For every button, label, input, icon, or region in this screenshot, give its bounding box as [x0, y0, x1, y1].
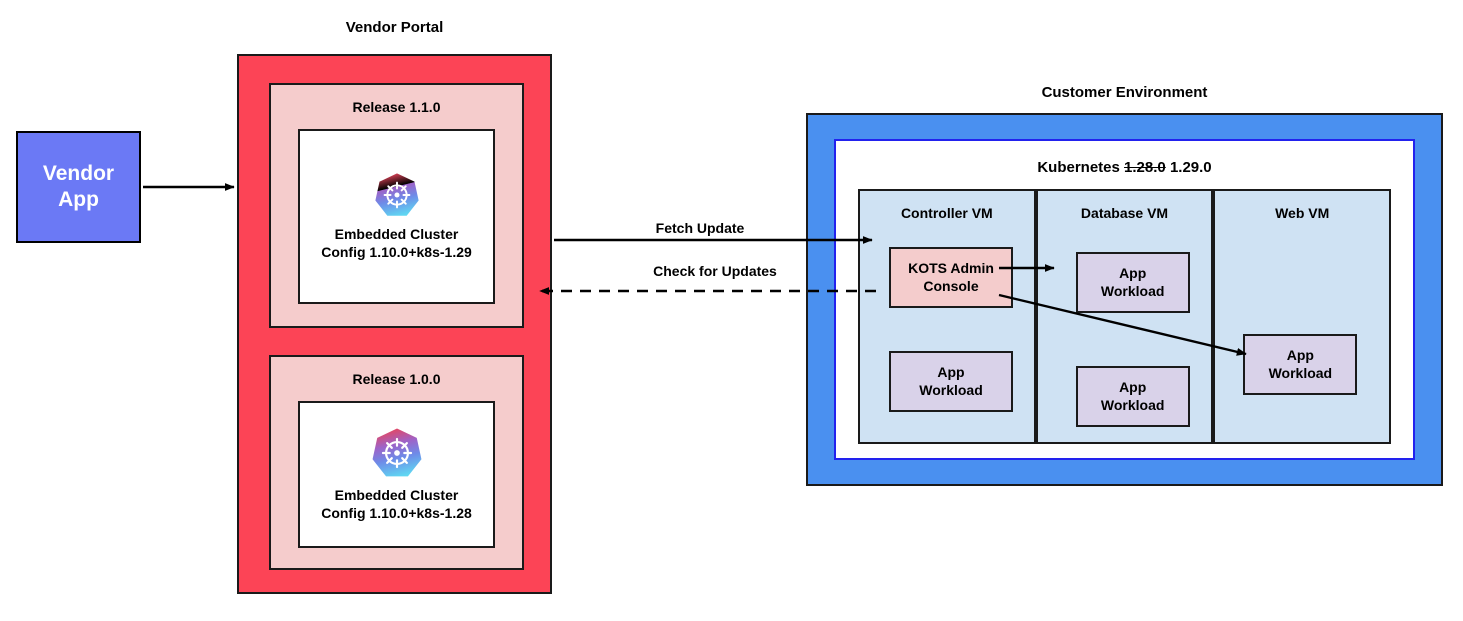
vm-controller[interactable]: Controller VM KOTS Admin Console App Wor… — [858, 189, 1036, 444]
kubernetes-version-label: Kubernetes 1.28.0 1.29.0 — [836, 159, 1413, 178]
vm-title: Web VM — [1275, 205, 1330, 221]
customer-environment-container: Kubernetes 1.28.0 1.29.0 Controller VM K… — [806, 113, 1443, 486]
release-card-1-1-0[interactable]: Release 1.1.0 — [269, 83, 524, 328]
kubernetes-prefix: Kubernetes — [1037, 159, 1120, 176]
app-workload-node[interactable]: App Workload — [1075, 366, 1190, 427]
kubernetes-cluster-frame: Kubernetes 1.28.0 1.29.0 Controller VM K… — [834, 139, 1415, 460]
kubernetes-logo-icon — [374, 173, 419, 216]
app-workload-node[interactable]: App Workload — [1075, 252, 1190, 313]
embedded-cluster-config-label: Embedded Cluster Config 1.10.0+k8s-1.29 — [321, 226, 472, 260]
vm-database[interactable]: Database VM App Workload App Workload — [1035, 189, 1214, 444]
embedded-cluster-card: Embedded Cluster Config 1.10.0+k8s-1.29 — [298, 129, 495, 304]
kubernetes-old-version: 1.28.0 — [1124, 159, 1166, 176]
embedded-cluster-card: Embedded Cluster Config 1.10.0+k8s-1.28 — [298, 401, 495, 548]
release-title: Release 1.0.0 — [352, 371, 441, 387]
customer-environment-title: Customer Environment — [1041, 84, 1208, 101]
check-for-updates-label: Check for Updates — [653, 263, 777, 279]
kubernetes-new-version: 1.29.0 — [1169, 159, 1212, 176]
kots-admin-console-node[interactable]: KOTS Admin Console — [889, 247, 1013, 308]
release-card-1-0-0[interactable]: Release 1.0.0 — [269, 355, 524, 570]
vm-title: Controller VM — [900, 205, 993, 221]
vendor-portal-container: Release 1.1.0 — [237, 54, 552, 594]
vendor-app-node[interactable]: Vendor App — [16, 131, 141, 243]
vm-title: Database VM — [1080, 205, 1169, 221]
vendor-app-label: Vendor App — [42, 161, 115, 211]
fetch-update-label: Fetch Update — [655, 220, 745, 236]
app-workload-node[interactable]: App Workload — [1243, 334, 1358, 395]
vm-web[interactable]: Web VM App Workload — [1213, 189, 1392, 444]
release-title: Release 1.1.0 — [352, 99, 441, 115]
app-workload-node[interactable]: App Workload — [889, 351, 1013, 412]
kubernetes-logo-icon — [372, 428, 421, 477]
vendor-portal-title: Vendor Portal — [345, 19, 444, 36]
vm-row: Controller VM KOTS Admin Console App Wor… — [858, 189, 1392, 444]
embedded-cluster-config-label: Embedded Cluster Config 1.10.0+k8s-1.28 — [321, 487, 472, 521]
